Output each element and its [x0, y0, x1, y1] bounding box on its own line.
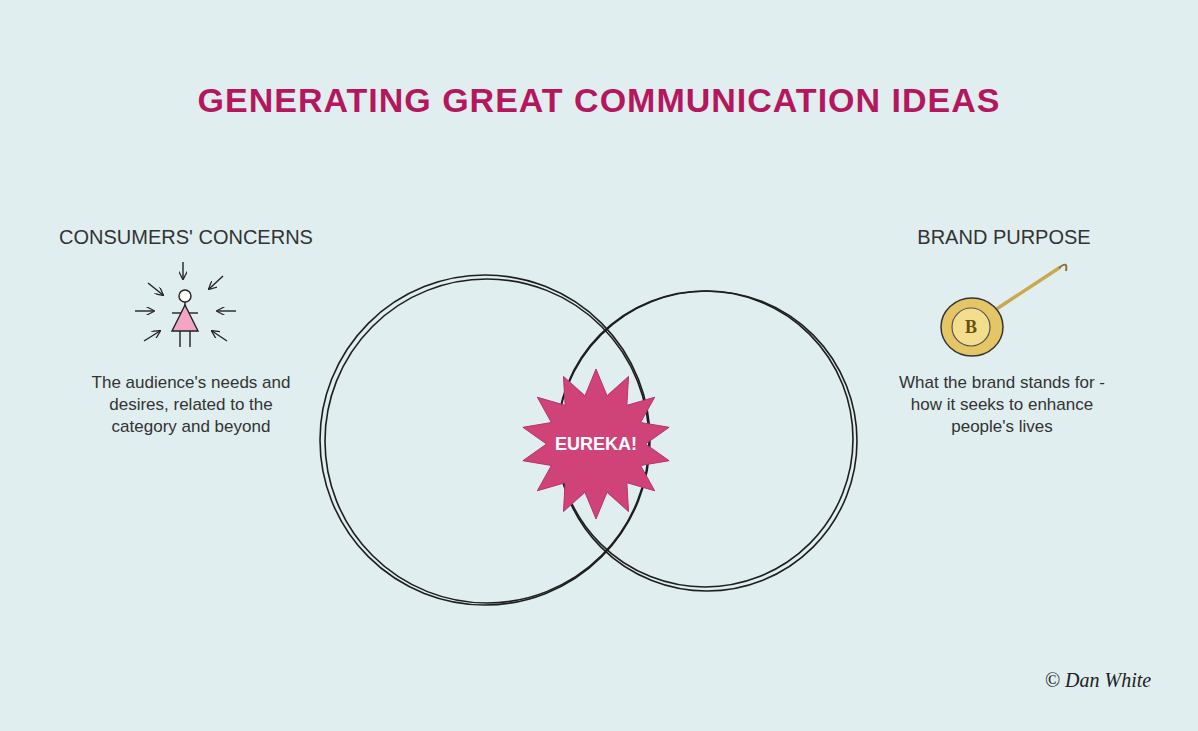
starburst-outline — [523, 369, 669, 519]
venn-circle-left — [320, 275, 650, 605]
section-description: The audience's needs and desires, relate… — [84, 372, 299, 438]
eureka-starburst: EUREKA! — [520, 368, 672, 520]
person-icon — [135, 262, 236, 347]
section-description: What the brand stands for - how it seeks… — [885, 372, 1120, 438]
diagram-title: GENERATING GREAT COMMUNICATION IDEAS — [198, 81, 1001, 120]
coin-icon — [941, 265, 1066, 356]
eureka-text: EUREKA! — [555, 434, 637, 455]
section-heading: BRAND PURPOSE — [917, 224, 1090, 250]
copyright-signature: © Dan White — [1045, 667, 1151, 693]
coin-letter: B — [965, 316, 977, 339]
section-heading: CONSUMERS' CONCERNS — [59, 224, 313, 250]
